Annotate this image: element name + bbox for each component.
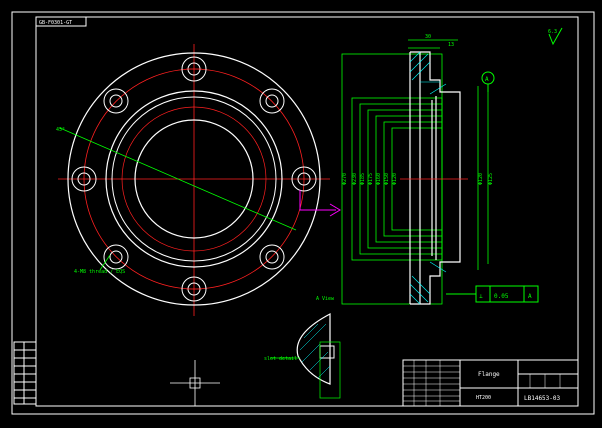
origin-crosshair-icon (170, 360, 220, 406)
inner-frame (35, 16, 579, 407)
title-block[interactable]: Flange HT200 LB14653-03 (402, 359, 579, 407)
tolerance-datum: A (528, 293, 532, 300)
svg-text:Φ160: Φ160 (376, 173, 382, 185)
inner-ref-circle (121, 106, 267, 252)
detail-a-view[interactable]: A View slot detail (264, 296, 341, 399)
svg-text:Φ125: Φ125 (488, 173, 494, 185)
section-dimensions (341, 39, 489, 305)
section-profile (409, 51, 461, 305)
bolt-hole (71, 166, 97, 192)
diameter-leader-line (59, 127, 297, 231)
detail-view-label: A View (316, 296, 335, 302)
hub-step-circle (111, 96, 277, 262)
roughness-value: 6.3 (548, 29, 557, 35)
corner-label: GB-F0301-GT (35, 16, 87, 27)
roughness-mark: 6.3 (548, 27, 563, 46)
left-revision-table (13, 341, 37, 405)
section-hatch (409, 51, 447, 305)
front-view[interactable]: 45° 4-M8 thread / EQS (56, 44, 341, 316)
bolt-holes (71, 56, 317, 302)
bolt-hole (103, 244, 129, 270)
material-text: HT200 (476, 395, 491, 401)
top-dim-1: 30 (425, 34, 431, 40)
detail-outline (296, 313, 331, 385)
datum-letter: A (485, 76, 489, 83)
bolt-hole (259, 88, 285, 114)
svg-text:Φ150: Φ150 (384, 173, 390, 185)
tolerance-frame: ⊥ 0.05 A (446, 285, 539, 303)
hole-note-leader (99, 254, 111, 271)
bore-circle (134, 119, 254, 239)
arrow-head-icon (329, 203, 341, 217)
hole-note: 4-M8 thread / EQS (74, 269, 125, 275)
svg-text:Φ120: Φ120 (392, 173, 398, 185)
flange-outer-circle (67, 52, 321, 306)
corner-label-text: GB-F0301-GT (39, 20, 72, 26)
section-dim-labels: Φ270 Φ230 Φ185 Φ175 Φ160 Φ150 Φ120 Φ120 … (342, 173, 494, 185)
svg-text:Φ120: Φ120 (478, 173, 484, 185)
outer-frame (11, 11, 595, 415)
svg-text:Φ230: Φ230 (352, 173, 358, 185)
bolt-hole (103, 88, 129, 114)
bolt-hole (259, 244, 285, 270)
tolerance-value: 0.05 (494, 293, 509, 300)
detail-slot (319, 345, 335, 359)
bolt-hole (181, 56, 207, 82)
section-view[interactable]: Φ270 Φ230 Φ185 Φ175 Φ160 Φ150 Φ120 Φ120 … (341, 34, 539, 305)
bolt-hole (291, 166, 317, 192)
slot-note: slot detail (264, 356, 297, 362)
hub-outer-circle (105, 90, 283, 268)
bolt-hole (181, 276, 207, 302)
part-name: Flange (478, 371, 500, 378)
svg-text:Φ270: Φ270 (342, 173, 348, 185)
angle-note: 45° (56, 127, 65, 133)
svg-text:Φ175: Φ175 (368, 173, 374, 185)
perpendicularity-icon: ⊥ (479, 293, 483, 300)
view-direction-arrow (299, 190, 336, 211)
drawing-number: LB14653-03 (524, 395, 561, 402)
top-dim-2: 13 (448, 42, 454, 48)
detail-dim-box (319, 341, 341, 399)
svg-text:Φ185: Φ185 (360, 173, 366, 185)
datum-marker: A (481, 71, 495, 92)
